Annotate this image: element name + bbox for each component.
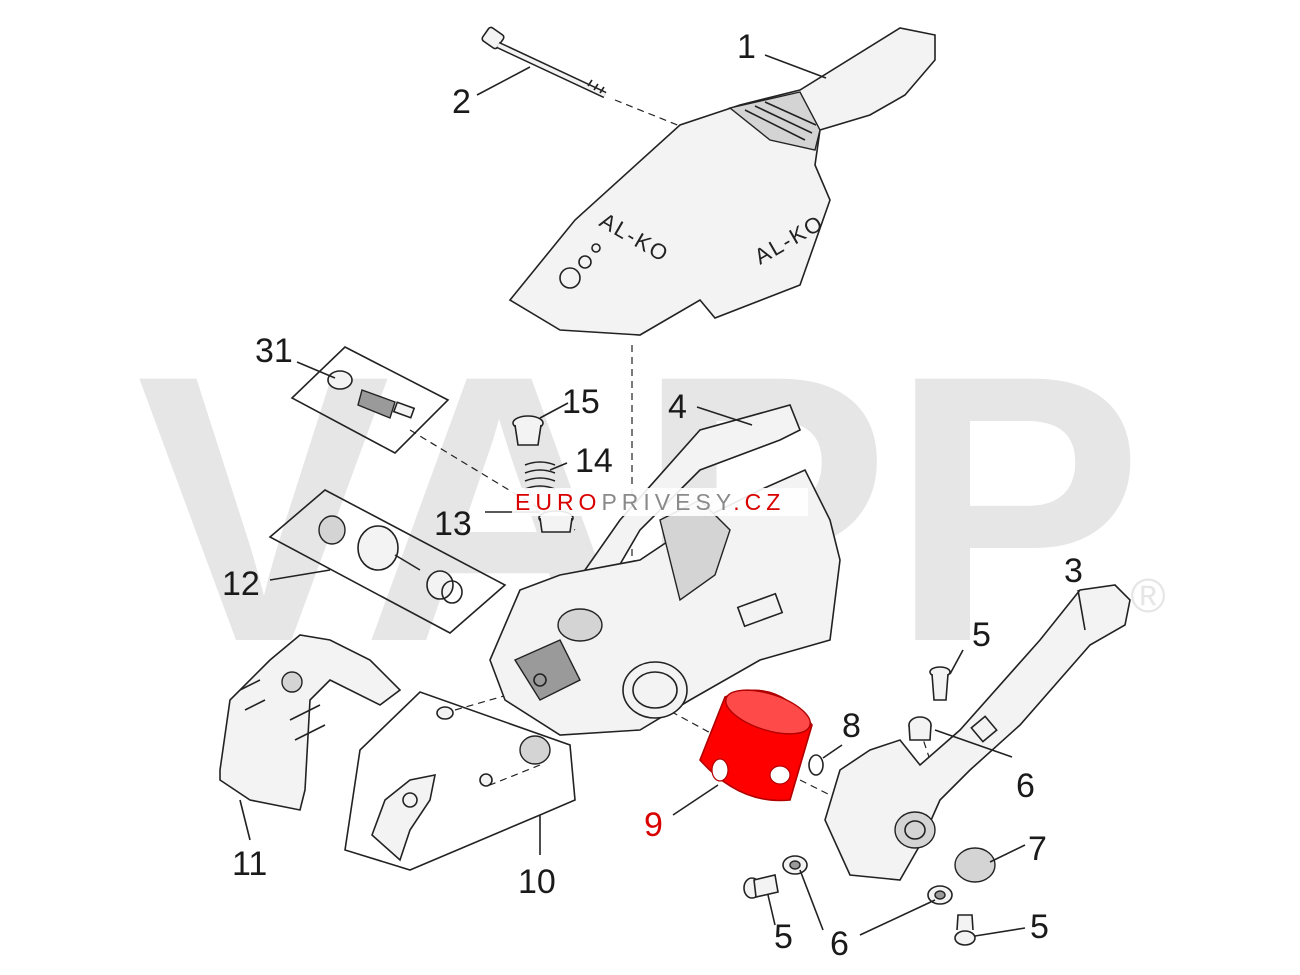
part-14-spring (524, 461, 556, 490)
callout-5-lower-right: 5 (1030, 908, 1049, 946)
callout-10: 10 (518, 863, 556, 901)
callout-14: 14 (575, 442, 613, 480)
site-watermark-privesy: PRIVESY (601, 489, 733, 515)
callout-3: 3 (1064, 552, 1083, 590)
part-11-shell (219, 634, 402, 811)
part-8-o-ring (808, 754, 824, 776)
callout-15: 15 (562, 383, 600, 421)
part-12-seal-set (268, 489, 507, 634)
site-watermark: EUROPRIVESY.CZ (512, 488, 808, 516)
site-watermark-cz: .CZ (733, 489, 785, 515)
part-1-cover-handle: AL-KO AL-KO (508, 27, 936, 336)
part-5-screw-upper (929, 666, 951, 701)
coupling-body (489, 468, 841, 736)
callout-2: 2 (452, 83, 471, 121)
part-10-cover-set (344, 691, 576, 871)
svg-text:EUROPRIVESY.CZ: EUROPRIVESY.CZ (515, 489, 785, 515)
callout-6-upper: 6 (1016, 767, 1035, 805)
leader-lines (239, 54, 1086, 937)
callout-8: 8 (842, 707, 861, 745)
part-7-cap (954, 847, 996, 883)
callout-1: 1 (737, 28, 756, 66)
part-9-friction-ring (699, 689, 813, 802)
part-4-lever (583, 404, 802, 592)
callout-7: 7 (1028, 830, 1047, 868)
part-6-bushing-upper (908, 716, 932, 741)
callout-9: 9 (644, 806, 663, 844)
part-6-bushing-lower-right (927, 885, 953, 905)
callout-5-lower-left: 5 (774, 918, 793, 956)
callout-13: 13 (434, 505, 472, 543)
callout-11: 11 (232, 845, 267, 883)
callout-6-lower: 6 (830, 925, 849, 963)
site-watermark-euro: EURO (515, 489, 601, 515)
callout-5-upper: 5 (972, 616, 991, 654)
part-5-screw-lower-right (954, 914, 976, 946)
part-15-cap (512, 415, 544, 446)
part-5-screw-lower-left (743, 874, 779, 899)
part-3-side-lever (824, 584, 1131, 881)
watermark-registered-mark: ® (1130, 570, 1165, 623)
callout-4: 4 (668, 388, 687, 426)
callout-12: 12 (222, 565, 260, 603)
callout-31: 31 (255, 332, 293, 370)
callout-labels: 1 2 3 4 5 5 5 6 6 7 8 9 10 11 12 13 14 1… (222, 28, 1083, 963)
part-31-lock-insert (290, 346, 450, 454)
part-2-bolt (481, 26, 607, 99)
part-6-bushing-lower-left (782, 855, 808, 875)
